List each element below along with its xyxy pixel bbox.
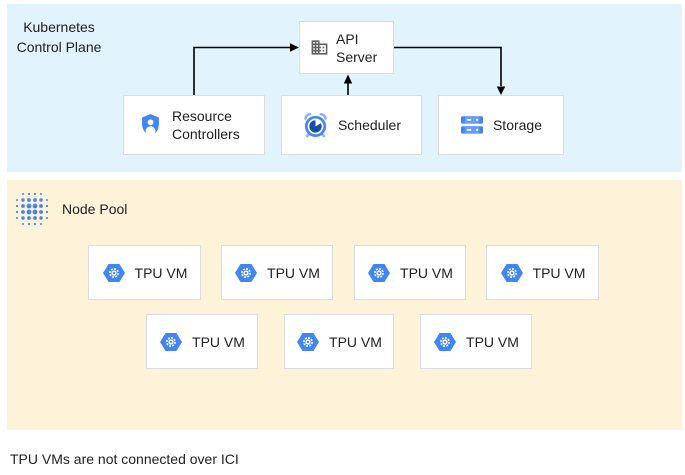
- tpu-hexagon-icon: [368, 263, 391, 282]
- tpu-hexagon-icon: [500, 263, 523, 282]
- api-server-label: API Server: [336, 30, 378, 65]
- tpu-hexagon-icon: [434, 332, 457, 351]
- shield-user-icon: [142, 113, 159, 136]
- tpu-hexagon-icon: [297, 332, 320, 351]
- tpu-vm-node: TPU VM: [420, 314, 532, 369]
- tpu-vm-label: TPU VM: [329, 333, 382, 350]
- tpu-vm-node: TPU VM: [146, 314, 258, 369]
- tpu-vm-label: TPU VM: [466, 333, 519, 350]
- resource-controllers-label: Resource Controllers: [172, 108, 240, 142]
- tpu-vm-node: TPU VM: [284, 314, 394, 369]
- tpu-vm-node: TPU VM: [354, 245, 466, 300]
- tpu-vm-label: TPU VM: [532, 264, 586, 281]
- tpu-hexagon-icon: [235, 263, 258, 282]
- tpu-vm-label: TPU VM: [267, 264, 320, 281]
- tpu-vm-node: TPU VM: [486, 245, 599, 300]
- control-plane-label: Kubernetes Control Plane: [16, 19, 102, 55]
- caption: TPU VMs are not connected over ICI: [10, 451, 239, 467]
- tpu-hexagon-icon: [102, 263, 125, 282]
- storage-node: Storage: [438, 95, 564, 155]
- server-stack-icon: [460, 116, 483, 134]
- tpu-vm-node: TPU VM: [88, 245, 201, 300]
- resource-controllers-node: Resource Controllers: [123, 95, 265, 155]
- node-pool-label: Node Pool: [62, 201, 128, 217]
- storage-label: Storage: [492, 117, 543, 133]
- api-server-node: API Server: [299, 21, 394, 74]
- scheduler-label: Scheduler: [337, 117, 402, 133]
- node-pool-region: [7, 180, 682, 430]
- tpu-vm-label: TPU VM: [400, 264, 453, 281]
- scheduler-node: Scheduler: [281, 95, 422, 155]
- tpu-hexagon-icon: [160, 332, 183, 351]
- building-icon: [311, 40, 328, 55]
- tpu-vm-label: TPU VM: [134, 264, 188, 281]
- alarm-clock-icon: [304, 112, 327, 137]
- tpu-vm-node: TPU VM: [221, 245, 333, 300]
- tpu-vm-label: TPU VM: [192, 333, 245, 350]
- dot-grid-icon: [15, 192, 49, 226]
